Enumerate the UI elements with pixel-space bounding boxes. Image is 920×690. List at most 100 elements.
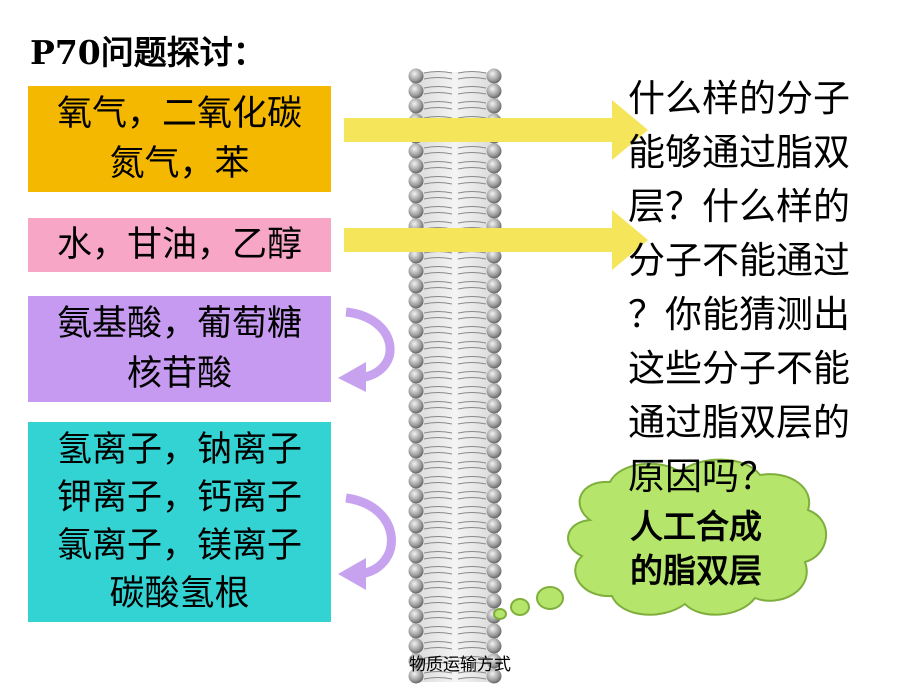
lipid-tail <box>423 521 453 530</box>
question-line: 什么样的分子 <box>628 77 850 120</box>
lipid-head <box>486 323 502 339</box>
box-organic-line1: 氨基酸，葡萄糖 <box>56 304 302 344</box>
lipid-head <box>408 428 424 444</box>
box-small-polar-line1: 水，甘油，乙醇 <box>56 225 302 265</box>
question-line: 层？什么样的 <box>628 185 850 228</box>
lipid-head <box>486 68 502 84</box>
lipid-head <box>486 533 502 549</box>
lipid-head <box>486 593 502 609</box>
box-ions-line2: 钾离子，钙离子 <box>56 478 302 518</box>
lipid-tail <box>457 311 487 320</box>
lipid-tail <box>423 206 453 215</box>
lipid-head <box>408 188 424 204</box>
cloud-line2: 的脂双层 <box>630 551 762 590</box>
lipid-bilayer <box>408 68 502 684</box>
question-line: ？你能猜测出 <box>628 293 850 336</box>
lipid-head <box>486 518 502 534</box>
arrow-gases <box>344 100 648 160</box>
box-gases: 氧气，二氧化碳 氮气，苯 <box>28 86 331 192</box>
lipid-tail <box>457 671 487 680</box>
thought-cloud <box>493 458 827 620</box>
box-ions-line1: 氢离子，钠离子 <box>56 430 302 470</box>
lipid-tail <box>457 431 487 440</box>
lipid-tail <box>423 491 453 500</box>
lipid-head <box>408 158 424 174</box>
lipid-head <box>486 383 502 399</box>
lipid-tail <box>457 146 487 155</box>
lipid-tail <box>423 566 453 575</box>
lipid-tail <box>423 416 453 425</box>
box-ions-line3: 氯离子，镁离子 <box>56 526 302 566</box>
lipid-tail <box>423 266 453 275</box>
lipid-tail <box>457 506 487 515</box>
lipid-tail <box>423 476 453 485</box>
lipid-head <box>486 278 502 294</box>
lipid-head <box>408 308 424 324</box>
lipid-tail <box>457 626 487 635</box>
lipid-tail <box>457 101 487 110</box>
lipid-tail <box>423 296 453 305</box>
lipid-head <box>408 338 424 354</box>
lipid-head <box>486 563 502 579</box>
lipid-head <box>486 398 502 414</box>
cloud-line1: 人工合成 <box>630 507 762 546</box>
lipid-tail <box>457 656 487 665</box>
lipid-tail <box>457 521 487 530</box>
lipid-tail <box>457 611 487 620</box>
lipid-head <box>486 353 502 369</box>
question-text: 什么样的分子 能够通过脂双 层？什么样的 分子不能通过 ？你能猜测出 这些分子不… <box>628 72 896 504</box>
lipid-tail <box>457 356 487 365</box>
lipid-head <box>408 638 424 654</box>
lipid-head <box>486 83 502 99</box>
lipid-head <box>486 173 502 189</box>
lipid-tail <box>457 206 487 215</box>
lipid-tail <box>423 596 453 605</box>
lipid-tail <box>457 386 487 395</box>
lipid-tail <box>457 491 487 500</box>
lipid-head <box>408 488 424 504</box>
question-line: 原因吗？ <box>628 455 776 498</box>
lipid-tail <box>423 176 453 185</box>
lipid-head <box>486 293 502 309</box>
lipid-tail <box>457 71 487 80</box>
lipid-head <box>486 248 502 264</box>
lipid-head <box>486 413 502 429</box>
lipid-tail <box>423 536 453 545</box>
lipid-head <box>408 383 424 399</box>
lipid-head <box>486 653 502 669</box>
lipid-tail <box>423 311 453 320</box>
lipid-head <box>486 578 502 594</box>
lipid-tail <box>457 296 487 305</box>
lipid-head <box>486 338 502 354</box>
lipid-tail <box>423 671 453 680</box>
lipid-tail <box>457 266 487 275</box>
lipid-tail <box>457 596 487 605</box>
lipid-tail <box>423 551 453 560</box>
lipid-tail <box>423 581 453 590</box>
lipid-head <box>486 428 502 444</box>
lipid-head <box>408 533 424 549</box>
lipid-tail <box>423 431 453 440</box>
lipid-tail <box>423 71 453 80</box>
lipid-head <box>486 308 502 324</box>
lipid-tail <box>457 401 487 410</box>
lipid-tail <box>423 101 453 110</box>
lipid-head <box>408 458 424 474</box>
lipid-tail <box>423 161 453 170</box>
lipid-head <box>486 668 502 684</box>
lipid-tail <box>457 446 487 455</box>
lipid-head <box>486 623 502 639</box>
lipid-head <box>486 368 502 384</box>
lipid-tail <box>423 386 453 395</box>
lipid-tail <box>457 551 487 560</box>
lipid-tail <box>457 566 487 575</box>
lipid-head <box>408 518 424 534</box>
lipid-tail <box>423 626 453 635</box>
question-line: 能够通过脂双 <box>628 131 850 174</box>
lipid-head <box>408 563 424 579</box>
lipid-tail <box>457 476 487 485</box>
lipid-head <box>408 398 424 414</box>
lipid-head <box>486 473 502 489</box>
lipid-tail <box>423 461 453 470</box>
footer-caption: 物质运输方式 <box>409 655 511 675</box>
